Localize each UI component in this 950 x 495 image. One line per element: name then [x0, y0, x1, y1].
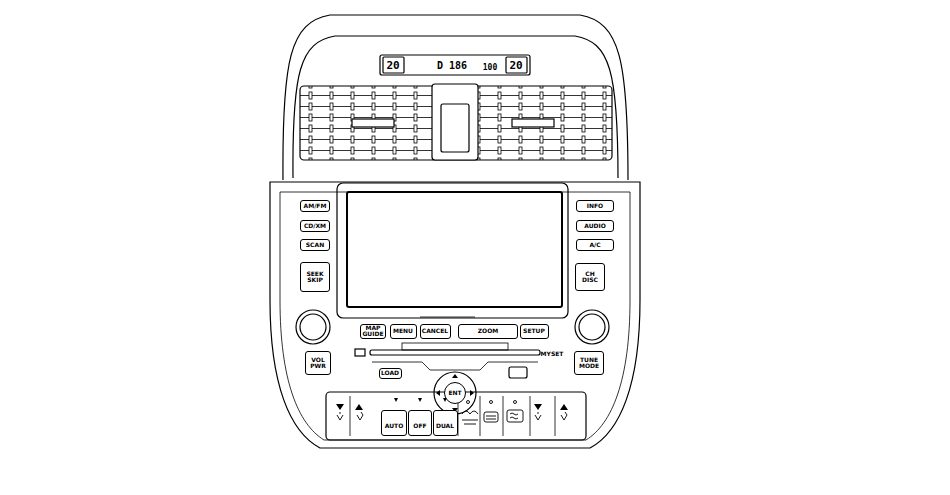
disc-slot — [370, 350, 540, 355]
volume-knob — [300, 314, 326, 340]
button-label: AUDIO — [584, 223, 606, 229]
button-label: CH DISC — [577, 271, 603, 284]
mode-button: TUNE MODE — [574, 351, 604, 375]
display-box — [383, 57, 404, 73]
vent-knob — [441, 104, 469, 152]
climate-button: AUTO — [381, 410, 407, 436]
button-label: MENU — [393, 328, 413, 334]
button-label: CANCEL — [422, 328, 448, 334]
display-digits: 20 — [386, 59, 399, 72]
tune-knob — [579, 314, 605, 340]
screen-strip — [420, 317, 475, 318]
tune-knob — [575, 310, 609, 344]
joystick — [434, 372, 476, 414]
radio-button: INFO — [576, 200, 614, 212]
vent-tab — [352, 119, 394, 127]
button-label: LOAD — [381, 370, 399, 376]
upper-housing-inner — [293, 36, 618, 178]
screen-bezel — [337, 183, 568, 318]
power-button: VOL PWR — [305, 351, 331, 375]
eject-button — [509, 367, 527, 378]
button-label: ZOOM — [478, 328, 499, 334]
button-label: SETUP — [523, 328, 545, 334]
radio-button: AM/FM — [300, 200, 330, 212]
button-label: TUNE MODE — [576, 357, 602, 370]
nav-button: MENU — [390, 324, 417, 339]
nav-button: SETUP — [520, 324, 549, 339]
enter-button: ENT — [444, 382, 466, 404]
lower-housing — [270, 182, 640, 448]
button-label: MYSET — [541, 350, 564, 357]
button-label: OFF — [413, 423, 426, 429]
radio-button: CD/XM — [300, 220, 330, 232]
display-readout: 100 — [483, 63, 497, 72]
vent-tab — [512, 119, 554, 127]
seek-button: SEEK SKIP — [300, 262, 330, 292]
climate-button: OFF — [408, 410, 432, 436]
slot-flap — [402, 343, 508, 350]
display-strip — [380, 55, 530, 75]
climate-button: DUAL — [433, 410, 458, 436]
display-readout: D 186 — [437, 60, 467, 71]
button-label: INFO — [587, 203, 603, 209]
button-label: MAP GUIDE — [362, 325, 384, 338]
vent-center — [432, 84, 478, 160]
nav-button: MAP GUIDE — [360, 324, 386, 339]
lower-housing-inner — [280, 192, 630, 440]
nav-button: CANCEL — [420, 324, 451, 339]
volume-knob — [296, 310, 330, 344]
disc-button: CH DISC — [575, 263, 605, 291]
disc-indicator — [355, 349, 365, 356]
upper-housing — [283, 15, 628, 180]
zoom-button: ZOOM — [458, 324, 518, 339]
radio-button: AUDIO — [576, 220, 614, 232]
display-digits: 20 — [509, 59, 522, 72]
button-label: A/C — [589, 242, 600, 248]
button-label: DUAL — [436, 423, 454, 429]
button-label: ENT — [448, 390, 461, 396]
radio-button: SCAN — [300, 239, 330, 251]
screen — [347, 192, 562, 307]
button-label: VOL PWR — [307, 357, 329, 370]
button-label: SEEK SKIP — [302, 271, 328, 284]
display-box — [506, 57, 527, 73]
button-label: AM/FM — [304, 203, 327, 209]
button-label: CD/XM — [304, 223, 326, 229]
button-label: SCAN — [306, 242, 324, 248]
radio-button: A/C — [576, 239, 614, 251]
load-button: LOAD — [379, 368, 402, 379]
button-label: AUTO — [385, 423, 404, 429]
